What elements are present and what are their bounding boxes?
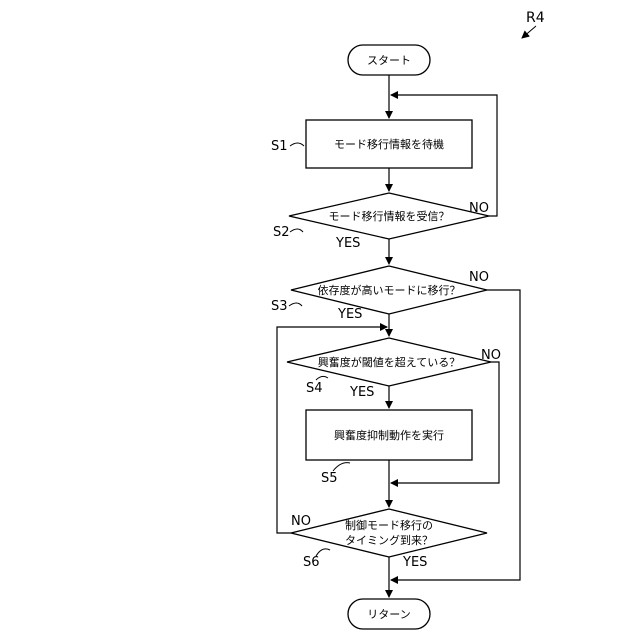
figure-ref-arrow bbox=[522, 26, 536, 38]
step-label-s2: S2 bbox=[273, 225, 290, 240]
leader-s2 bbox=[290, 229, 303, 232]
d3-no-label: NO bbox=[469, 270, 489, 285]
d3-yes-label: YES bbox=[337, 307, 362, 322]
process-s1-label: モード移行情報を待機 bbox=[334, 137, 444, 151]
figure-ref-label: R4 bbox=[526, 10, 545, 26]
process-s5-label: 興奮度抑制動作を実行 bbox=[334, 428, 444, 442]
decision-s3-label: 依存度が高いモードに移行？ bbox=[318, 283, 461, 297]
return-label: リターン bbox=[367, 608, 410, 621]
d2-no-label: NO bbox=[469, 201, 489, 216]
d6-yes-label: YES bbox=[402, 555, 427, 570]
step-label-s1: S1 bbox=[271, 139, 288, 154]
decision-s2-label: モード移行情報を受信？ bbox=[329, 210, 450, 223]
decision-s6-label-line1: 制御モード移行の bbox=[345, 518, 433, 532]
leader-s5 bbox=[333, 463, 350, 471]
step-label-s3: S3 bbox=[271, 299, 288, 314]
leader-s4 bbox=[316, 376, 328, 380]
decision-s6 bbox=[291, 509, 487, 557]
start-label: スタート bbox=[367, 54, 411, 67]
d4-no-label: NO bbox=[481, 348, 501, 363]
d6-no-label: NO bbox=[291, 514, 311, 529]
leader-s3 bbox=[289, 303, 302, 306]
d4-yes-label: YES bbox=[349, 385, 374, 400]
d2-yes-label: YES bbox=[335, 236, 360, 251]
step-label-s4: S4 bbox=[306, 381, 323, 396]
leader-s1 bbox=[290, 143, 304, 146]
step-label-s6: S6 bbox=[303, 555, 320, 570]
decision-s6-label-line2: タイミング到来？ bbox=[345, 533, 433, 547]
step-label-s5: S5 bbox=[321, 471, 338, 486]
decision-s4-label: 興奮度が閾値を超えている？ bbox=[318, 355, 460, 369]
